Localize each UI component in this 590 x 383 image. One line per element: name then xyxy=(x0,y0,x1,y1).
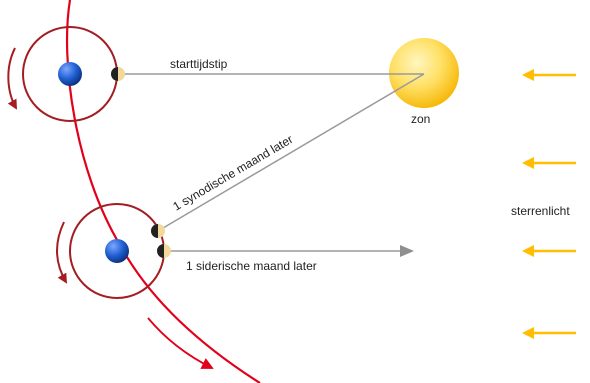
moon-synodic xyxy=(151,224,165,238)
synodic-line xyxy=(157,73,425,232)
start-label: starttijdstip xyxy=(170,57,228,71)
earth-orbit-direction-arrow xyxy=(147,317,214,369)
moon-sidereal xyxy=(157,244,171,258)
earth-start xyxy=(58,62,82,86)
starlight-arrow xyxy=(522,157,576,169)
moon-orbit-direction-arrow-later xyxy=(56,221,68,284)
sun xyxy=(389,38,459,108)
earth-orbit-path xyxy=(65,0,261,383)
sidereal-label: 1 siderische maand later xyxy=(186,259,317,273)
starlight-arrow xyxy=(522,245,576,257)
earth-later xyxy=(105,239,129,263)
synodic-label: 1 synodische maand later xyxy=(170,132,295,213)
starlight-label: sterrenlicht xyxy=(511,204,570,218)
starlight-arrow xyxy=(522,327,576,339)
starlight-arrow xyxy=(522,69,576,81)
sun-label: zon xyxy=(411,112,430,126)
moon-start xyxy=(111,67,125,81)
moon-orbit-direction-arrow-start xyxy=(7,47,17,110)
